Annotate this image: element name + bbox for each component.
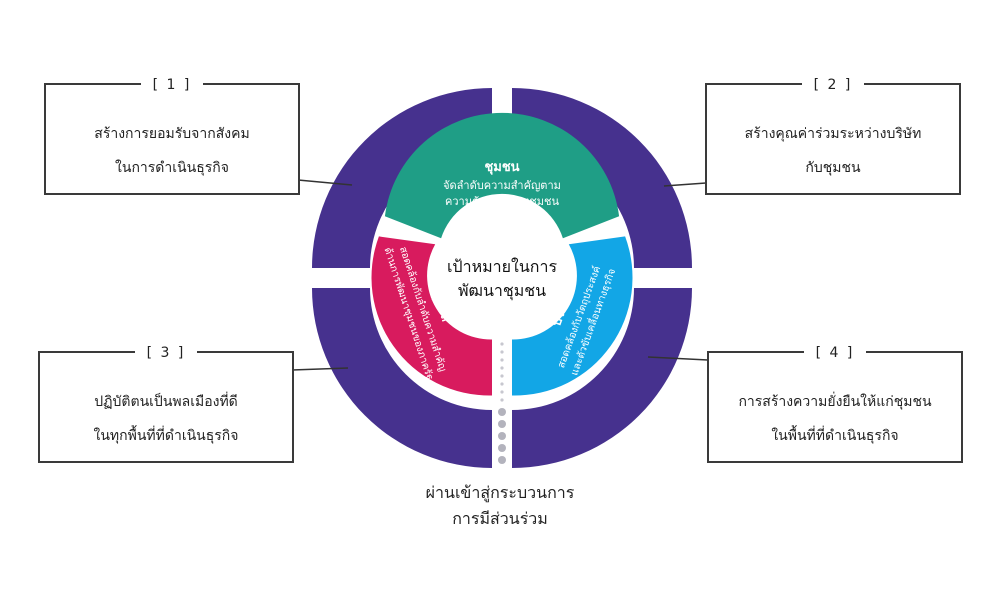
segment-community: [384, 112, 620, 239]
leader-line-4: [647, 356, 709, 361]
center-circle: [442, 218, 562, 338]
outer-ring-quadrant-4: [512, 288, 692, 468]
leader-line-2: [663, 182, 707, 187]
segment-government: [371, 236, 492, 396]
goal-box-3-line1: ปฏิบัติตนเป็นพลเมืองที่ดี: [94, 394, 238, 410]
goal-box-1-line1: สร้างการยอมรับจากสังคม: [94, 126, 250, 142]
community-desc-line1: จัดลำดับความสำคัญตาม: [443, 179, 561, 192]
center-title-line2: พัฒนาชุมชน: [458, 281, 546, 301]
center-title-line1: เป้าหมายในการ: [447, 257, 557, 276]
segment-company: [512, 236, 633, 396]
goal-box-4-line2: ในพื้นที่ที่ดำเนินธุรกิจ: [771, 428, 899, 444]
goal-box-2-line2: กับชุมชน: [805, 160, 861, 176]
goal-box-3-line2: ในทุกพื้นที่ที่ดำเนินธุรกิจ: [93, 428, 239, 444]
goal-box-4-line1: การสร้างความยั่งยืนให้แก่ชุมชน: [738, 394, 932, 410]
outer-ring-quadrant-3: [312, 288, 492, 468]
goal-box-3: [ 3 ] ปฏิบัติตนเป็นพลเมืองที่ดี ในทุกพื้…: [38, 345, 294, 463]
goal-box-1-line2: ในการดำเนินธุรกิจ: [115, 160, 229, 176]
footer-line2: การมีส่วนร่วม: [452, 509, 548, 528]
goal-box-2: [ 2 ] สร้างคุณค่าร่วมระหว่างบริษัท กับชุ…: [705, 77, 961, 195]
footer-caption: ผ่านเข้าสู่กระบวนการ การมีส่วนร่วม: [350, 480, 650, 532]
dotted-connector-large: [498, 408, 506, 464]
leader-line-1: [297, 179, 353, 186]
goal-box-1: [ 1 ] สร้างการยอมรับจากสังคม ในการดำเนิน…: [44, 77, 300, 195]
goal-box-2-line1: สร้างคุณค่าร่วมระหว่างบริษัท: [744, 126, 922, 142]
leader-line-3: [291, 367, 349, 371]
community-title: ชุมชน: [484, 160, 519, 175]
dotted-connector: [500, 342, 504, 402]
community-desc-line2: ความต้องการของชุมชน: [445, 195, 560, 208]
footer-line1: ผ่านเข้าสู่กระบวนการ: [425, 483, 575, 502]
goal-box-4: [ 4 ] การสร้างความยั่งยืนให้แก่ชุมชน ในพ…: [707, 345, 963, 463]
